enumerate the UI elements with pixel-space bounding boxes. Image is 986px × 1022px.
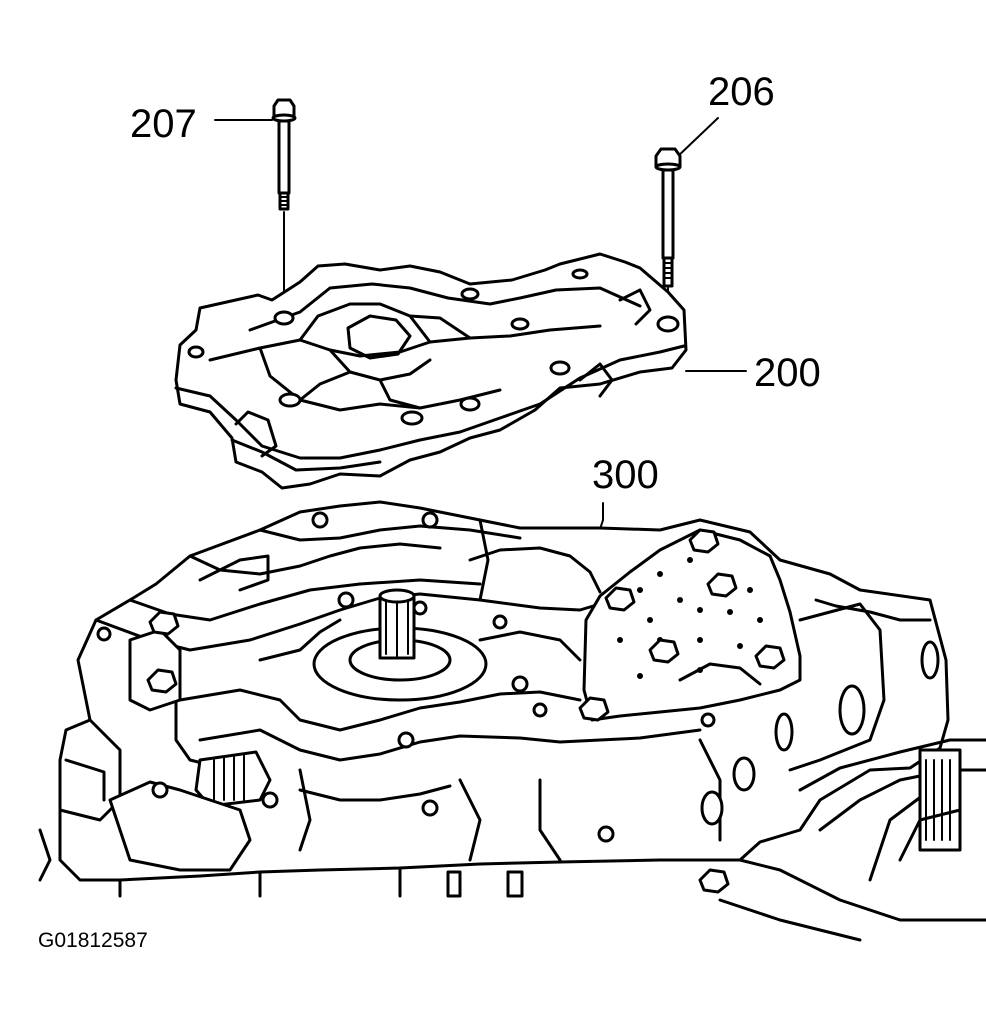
solenoid-icon xyxy=(108,750,272,872)
bolt-206-icon xyxy=(654,147,682,319)
accumulator-cover-200 xyxy=(174,252,688,490)
manual-shaft-icon xyxy=(312,588,488,702)
valve-body-300 xyxy=(58,500,950,898)
callout-207: 207 xyxy=(130,102,197,146)
figure-code: G01812587 xyxy=(38,929,148,952)
callout-206: 206 xyxy=(708,70,775,114)
callout-200: 200 xyxy=(754,351,821,395)
callout-300: 300 xyxy=(592,453,659,497)
transmission-case-icon xyxy=(38,738,986,942)
valve-body-bolts xyxy=(96,511,786,894)
bolt-207-icon xyxy=(271,98,297,301)
